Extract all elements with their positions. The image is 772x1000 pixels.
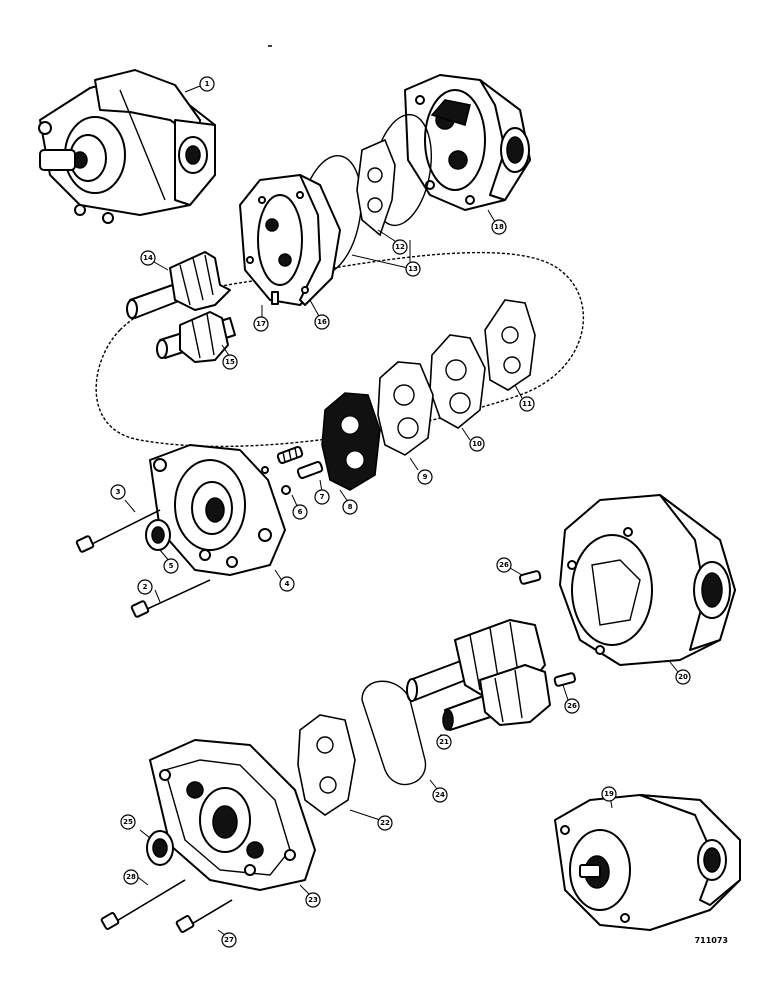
bolt-28 bbox=[100, 879, 186, 930]
callout-5: 5 bbox=[163, 558, 179, 574]
drive-gear-14 bbox=[126, 251, 231, 319]
svg-text:4: 4 bbox=[285, 580, 290, 588]
callout-26b: 26 bbox=[564, 698, 580, 714]
bolt-3 bbox=[75, 509, 161, 553]
callout-9: 9 bbox=[417, 469, 433, 485]
plate-22 bbox=[297, 714, 356, 816]
svg-text:10: 10 bbox=[472, 440, 482, 448]
svg-text:12: 12 bbox=[395, 243, 405, 251]
plate-11 bbox=[484, 299, 536, 391]
pump-housing-18 bbox=[404, 74, 531, 211]
springs-7 bbox=[276, 446, 324, 479]
svg-text:15: 15 bbox=[225, 358, 235, 366]
bolt-2 bbox=[130, 579, 211, 618]
callout-2: 2 bbox=[137, 579, 153, 595]
callout-18: 18 bbox=[491, 219, 507, 235]
svg-text:7: 7 bbox=[320, 493, 325, 501]
housing-20 bbox=[559, 494, 736, 666]
svg-text:25: 25 bbox=[123, 818, 133, 826]
callout-14: 14 bbox=[140, 250, 156, 266]
plate-12 bbox=[356, 138, 396, 237]
front-cover-4 bbox=[149, 444, 286, 576]
callout-10: 10 bbox=[469, 436, 485, 452]
callout-11: 11 bbox=[519, 396, 535, 412]
svg-text:3: 3 bbox=[116, 488, 121, 496]
svg-text:5: 5 bbox=[169, 562, 174, 570]
svg-text:18: 18 bbox=[494, 223, 504, 231]
dowel-pin-26b bbox=[553, 672, 577, 687]
o-ring-24 bbox=[361, 680, 427, 786]
gear-set-21 bbox=[406, 619, 551, 731]
callout-13: 13 bbox=[405, 261, 421, 277]
svg-text:26: 26 bbox=[567, 702, 577, 710]
svg-text:21: 21 bbox=[439, 738, 449, 746]
pump-assembly-top bbox=[38, 69, 216, 224]
callout-12: 12 bbox=[392, 239, 408, 255]
callout-21: 21 bbox=[436, 734, 452, 750]
gasket-10 bbox=[429, 334, 486, 429]
callout-1: 1 bbox=[199, 76, 215, 92]
callout-26a: 26 bbox=[496, 557, 512, 573]
svg-text:20: 20 bbox=[678, 673, 688, 681]
gasket-9 bbox=[377, 361, 434, 456]
svg-text:6: 6 bbox=[298, 508, 303, 516]
ball-6 bbox=[281, 485, 291, 495]
callout-22: 22 bbox=[377, 815, 393, 831]
callout-7: 7 bbox=[314, 489, 330, 505]
callout-3: 3 bbox=[110, 484, 126, 500]
callout-6: 6 bbox=[292, 504, 308, 520]
gear-body-16 bbox=[239, 174, 341, 306]
svg-text:16: 16 bbox=[317, 318, 327, 326]
svg-text:1: 1 bbox=[205, 80, 210, 88]
plate-8 bbox=[321, 392, 381, 491]
dowel-pin-26a bbox=[518, 570, 542, 585]
callout-25: 25 bbox=[120, 814, 136, 830]
idler-gear-15 bbox=[156, 311, 236, 363]
svg-text:13: 13 bbox=[408, 265, 418, 273]
callout-20: 20 bbox=[675, 669, 691, 685]
svg-text:26: 26 bbox=[499, 561, 509, 569]
callout-17: 17 bbox=[253, 316, 269, 332]
rear-cover-23 bbox=[149, 739, 316, 891]
svg-text:27: 27 bbox=[224, 936, 234, 944]
svg-text:2: 2 bbox=[143, 583, 148, 591]
svg-text:8: 8 bbox=[348, 503, 353, 511]
callout-24: 24 bbox=[432, 787, 448, 803]
callout-8: 8 bbox=[342, 499, 358, 515]
bolt-27 bbox=[175, 899, 233, 933]
svg-text:24: 24 bbox=[435, 791, 445, 799]
callout-16: 16 bbox=[314, 314, 330, 330]
svg-text:9: 9 bbox=[423, 473, 428, 481]
svg-text:28: 28 bbox=[126, 873, 136, 881]
callout-15: 15 bbox=[222, 354, 238, 370]
svg-text:14: 14 bbox=[143, 254, 153, 262]
callout-4: 4 bbox=[279, 576, 295, 592]
svg-text:23: 23 bbox=[308, 896, 318, 904]
callout-23: 23 bbox=[305, 892, 321, 908]
callout-19: 19 bbox=[601, 786, 617, 802]
callout-28: 28 bbox=[123, 869, 139, 885]
pump-assembly-bottom bbox=[554, 794, 741, 931]
svg-text:22: 22 bbox=[380, 819, 390, 827]
svg-text:19: 19 bbox=[604, 790, 614, 798]
svg-text:11: 11 bbox=[522, 400, 532, 408]
reference-code: 711073 bbox=[694, 936, 728, 945]
callout-27: 27 bbox=[221, 932, 237, 948]
svg-text:17: 17 bbox=[256, 320, 266, 328]
